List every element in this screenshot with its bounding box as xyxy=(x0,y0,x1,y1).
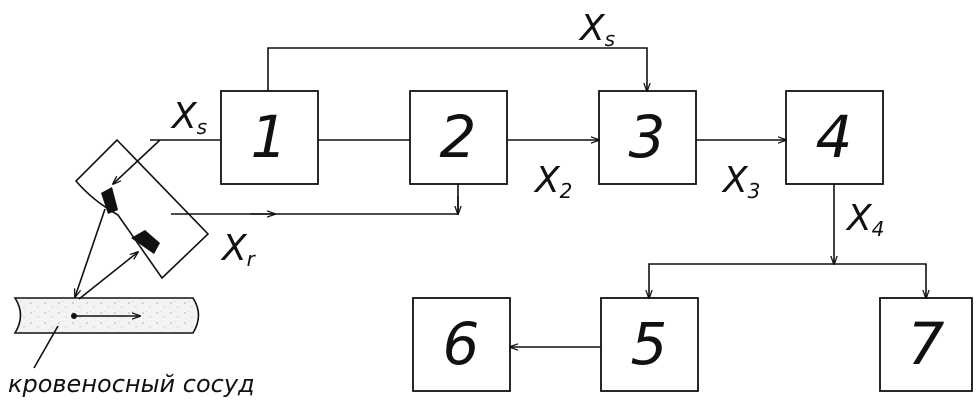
signal-xr: Xr xyxy=(220,228,257,271)
connector-1-3-loop xyxy=(267,47,647,91)
connector-probe-2 xyxy=(171,184,459,215)
blood-vessel xyxy=(13,297,200,369)
signal-xs-top: Xs xyxy=(578,8,615,51)
receiver-element xyxy=(131,230,160,254)
emitted-beam-line xyxy=(75,208,106,297)
vessel-caption: кровеносный сосуд xyxy=(8,370,255,398)
block-3-box xyxy=(598,90,697,185)
xs-leader-line xyxy=(113,139,161,184)
block-1-box xyxy=(220,90,319,185)
connector-branch-7 xyxy=(834,263,926,298)
block-3-label: 3 xyxy=(629,103,666,171)
reflected-beam-line xyxy=(78,252,138,300)
emitter-element xyxy=(101,187,118,214)
block-4-label: 4 xyxy=(816,103,853,171)
signal-x2: X2 xyxy=(533,160,572,203)
connector-branch-5 xyxy=(649,263,834,298)
block-2-box xyxy=(409,90,508,185)
signal-x3: X3 xyxy=(721,160,760,203)
block-5-label: 5 xyxy=(631,310,668,378)
sensor-probe xyxy=(75,138,210,300)
block-6-box xyxy=(412,297,511,392)
block-1-label: 1 xyxy=(251,103,288,171)
block-5-box xyxy=(600,297,699,392)
block-7-label: 7 xyxy=(908,310,945,378)
caption-leader-line xyxy=(33,325,59,369)
signal-x4: X4 xyxy=(845,198,884,241)
signal-xs-left: Xs xyxy=(170,96,207,139)
block-7-box xyxy=(879,297,973,392)
blood-particle xyxy=(71,313,77,319)
block-2-label: 2 xyxy=(440,103,477,171)
block-6-label: 6 xyxy=(443,310,480,378)
